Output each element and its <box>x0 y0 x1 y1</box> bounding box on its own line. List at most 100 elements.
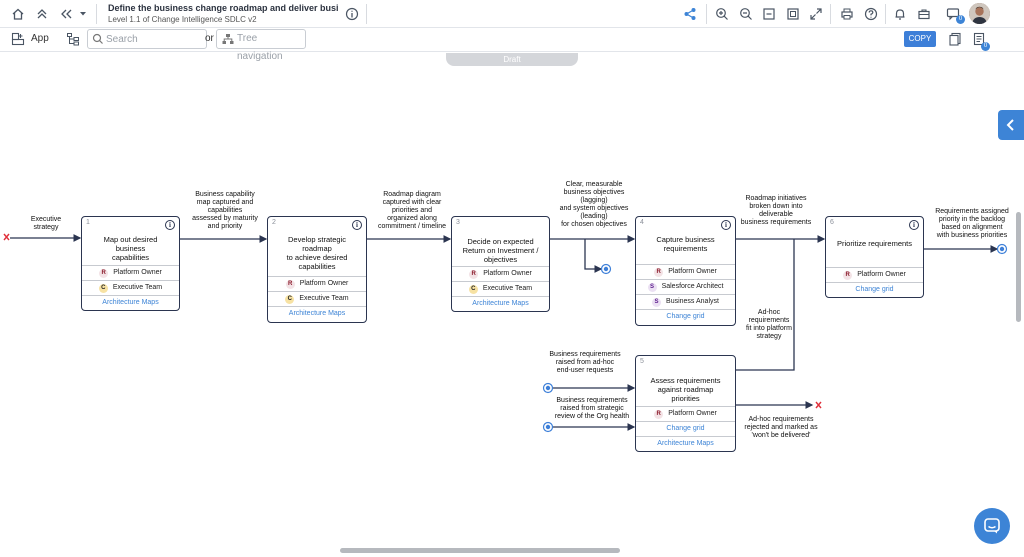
process-box-5[interactable]: 5 Assess requirements against roadmap pr… <box>635 355 736 452</box>
output-note-rejected: Ad-hoc requirements rejected and marked … <box>744 416 818 439</box>
horizontal-scrollbar[interactable] <box>340 548 620 553</box>
step-number: 3 <box>456 219 460 226</box>
search-icon <box>92 33 103 44</box>
responsible-badge: R <box>654 410 664 419</box>
document-list-icon[interactable] <box>972 32 986 51</box>
info-icon[interactable]: i <box>721 220 731 230</box>
consulted-badge: C <box>285 295 295 304</box>
fit-page-icon[interactable] <box>783 4 803 24</box>
divider <box>830 4 831 24</box>
print-icon[interactable] <box>837 4 857 24</box>
info-icon[interactable]: i <box>165 220 175 230</box>
tree-navigation-label: Tree navigation <box>237 33 283 62</box>
zoom-out-icon[interactable] <box>736 4 756 24</box>
vertical-scrollbar[interactable] <box>1016 212 1021 322</box>
architecture-maps-link[interactable]: Architecture Maps <box>268 306 366 321</box>
divider <box>706 4 707 24</box>
divider <box>885 4 886 24</box>
divider <box>366 4 367 24</box>
change-grid-link[interactable]: Change grid <box>636 421 735 436</box>
side-panel-toggle[interactable] <box>998 110 1024 140</box>
tree-navigation-input[interactable]: Tree navigation <box>216 29 306 62</box>
responsible-badge: R <box>99 269 109 278</box>
diagram-canvas[interactable]: Executive strategy Business capability m… <box>0 53 1024 546</box>
output-note-2: Roadmap diagram captured with clear prio… <box>377 191 447 230</box>
responsible-badge: R <box>654 268 664 277</box>
search-box <box>87 29 207 49</box>
share-icon[interactable] <box>680 4 700 24</box>
info-icon[interactable] <box>342 4 362 24</box>
step-label: Map out desired business capabilities <box>103 235 158 262</box>
divider <box>96 4 97 24</box>
step-number: 5 <box>640 358 644 365</box>
process-box-2[interactable]: 2 i Develop strategic roadmap to achieve… <box>267 216 367 323</box>
navigate-back-icon[interactable] <box>56 4 76 24</box>
consulted-badge: C <box>468 285 478 294</box>
chat-button[interactable] <box>974 508 1010 544</box>
step-number: 2 <box>272 219 276 226</box>
flow-endpoints <box>3 233 1008 433</box>
responsible-badge: R <box>285 280 295 289</box>
page-subtitle: Level 1.1 of Change Intelligence SDLC v2 <box>108 15 257 24</box>
document-count-badge: 0 <box>981 42 990 51</box>
documents-icon[interactable] <box>948 32 962 51</box>
info-icon[interactable]: i <box>909 220 919 230</box>
copy-button[interactable]: COPY <box>904 31 936 47</box>
help-icon[interactable] <box>861 4 881 24</box>
briefcase-icon[interactable] <box>914 4 934 24</box>
notification-bell-icon[interactable] <box>890 4 910 24</box>
info-icon[interactable]: i <box>352 220 362 230</box>
or-label: or <box>205 33 214 44</box>
process-box-3[interactable]: 3 Decide on expected Return on Investmen… <box>451 216 550 312</box>
step-label: Develop strategic roadmap to achieve des… <box>286 235 348 271</box>
architecture-maps-link[interactable]: Architecture Maps <box>636 436 735 451</box>
page-title: Define the business change roadmap and d… <box>108 3 338 13</box>
step-label: Decide on expected Return on Investment … <box>462 237 539 264</box>
output-note-fit: Ad-hoc requirements fit into platform st… <box>746 309 792 340</box>
fit-width-icon[interactable] <box>759 4 779 24</box>
output-note-1: Business capability map captured and cap… <box>192 191 258 230</box>
output-note-3: Clear, measurable business objectives (l… <box>559 181 629 228</box>
home-icon[interactable] <box>8 4 28 24</box>
step-label: Capture business requirements <box>656 235 715 253</box>
comments-icon[interactable] <box>944 4 964 24</box>
search-input[interactable] <box>106 32 202 46</box>
top-bar: Define the business change roadmap and d… <box>0 0 1024 28</box>
app-icon[interactable] <box>11 32 25 51</box>
chevron-down-icon[interactable] <box>76 4 90 24</box>
input-note-strategic: Business requirements raised from strate… <box>554 397 630 420</box>
page-title-block: Define the business change roadmap and d… <box>108 3 338 24</box>
chat-icon <box>984 518 1000 534</box>
connector-lines <box>3 233 1008 433</box>
expand-icon[interactable] <box>806 4 826 24</box>
tree-structure-icon[interactable] <box>66 32 80 51</box>
user-avatar[interactable] <box>969 3 990 24</box>
navigate-up-icon[interactable] <box>32 4 52 24</box>
architecture-maps-link[interactable]: Architecture Maps <box>82 295 179 310</box>
responsible-badge: R <box>469 270 479 279</box>
process-box-1[interactable]: 1 i Map out desired business capabilitie… <box>81 216 180 311</box>
change-grid-link[interactable]: Change grid <box>636 309 735 324</box>
output-note-4: Roadmap initiatives broken down into del… <box>740 195 812 226</box>
change-grid-link[interactable]: Change grid <box>826 282 923 297</box>
zoom-in-icon[interactable] <box>712 4 732 24</box>
supporting-badge: S <box>652 298 662 307</box>
architecture-maps-link[interactable]: Architecture Maps <box>452 296 549 311</box>
consulted-badge: C <box>98 284 108 293</box>
comments-count-badge: 0 <box>956 15 965 24</box>
supporting-badge: S <box>647 283 657 292</box>
app-button[interactable]: App <box>31 33 49 44</box>
draft-status-tab: Draft <box>446 53 578 66</box>
step-number: 1 <box>86 219 90 226</box>
